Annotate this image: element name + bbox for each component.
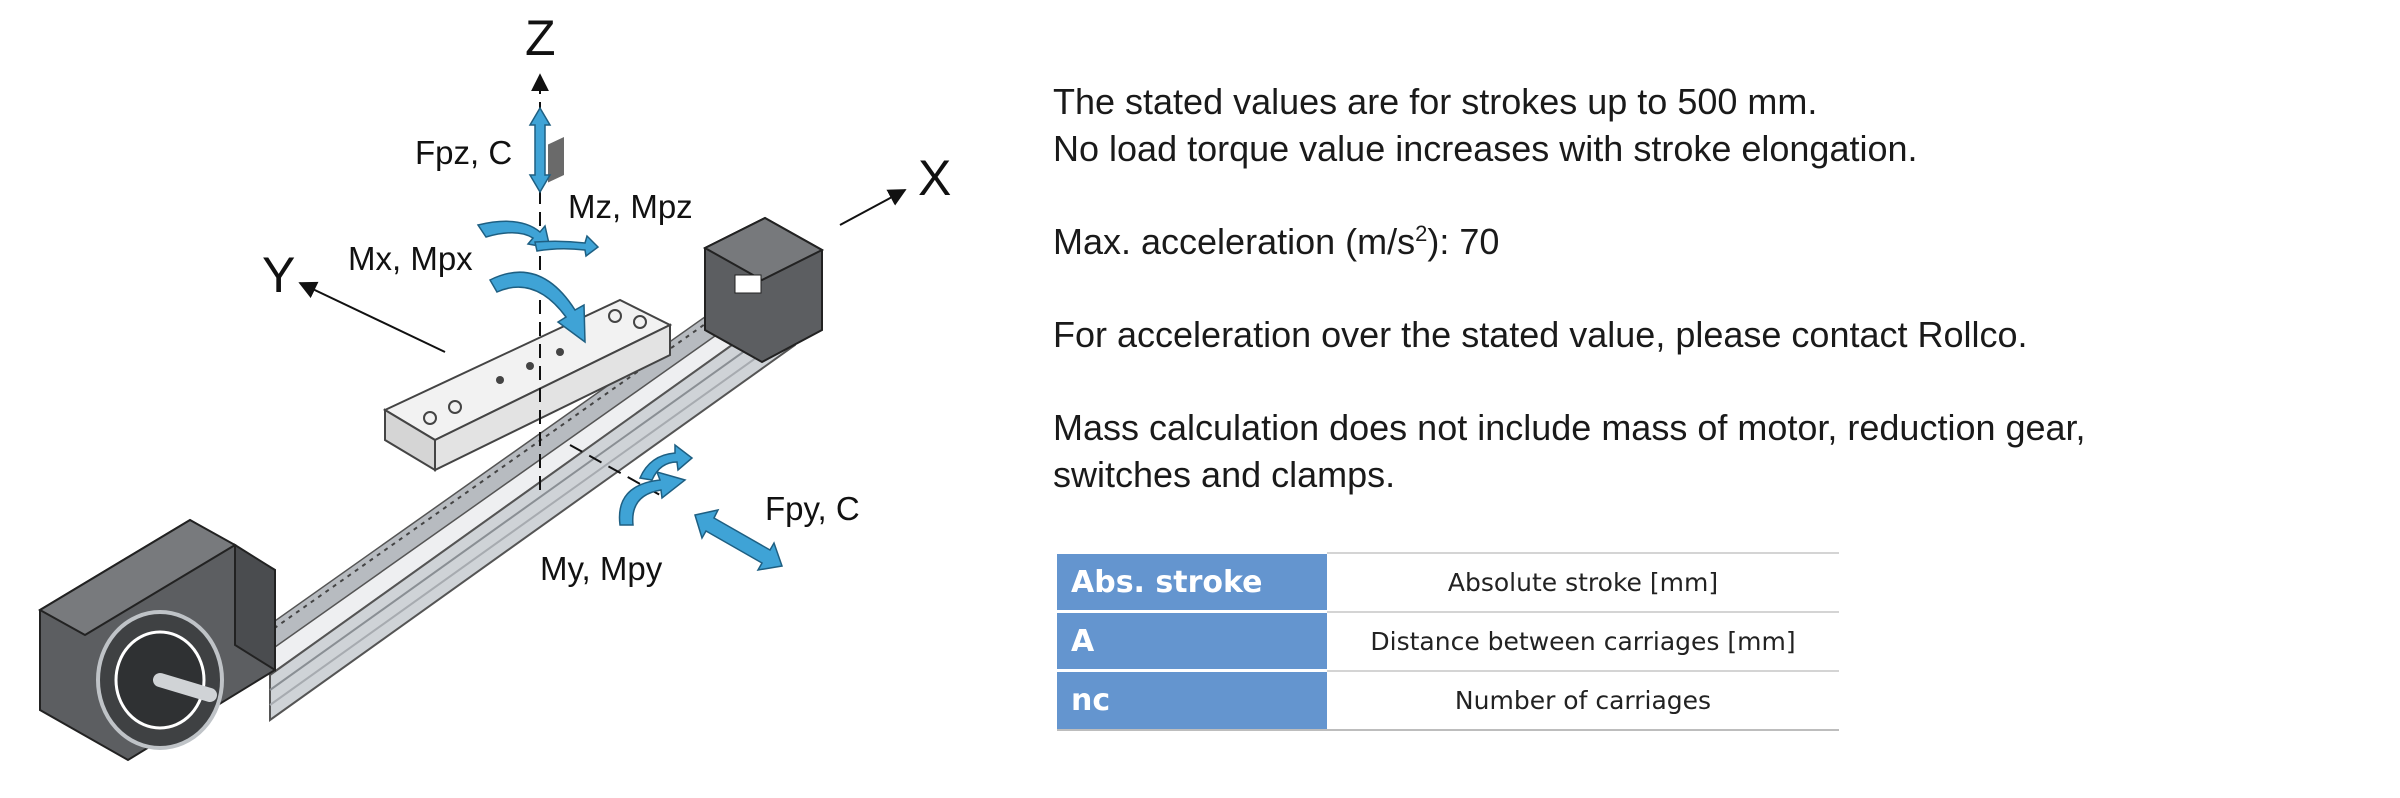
load-arrows [476,106,784,571]
rail [243,277,797,722]
linear-module-diagram: Z X Y Fpz, C Mz, Mpz Mx, Mpx Fpy, C My, … [38,10,951,762]
near-motor [38,518,276,762]
table-row: Abs. stroke Absolute stroke [mm] [1057,551,1839,612]
acceleration-prefix: Max. acceleration (m/s [1053,221,1416,262]
description-cell: Number of carriages [1327,669,1839,731]
symbol-cell: A [1057,610,1327,671]
description-cell: Absolute stroke [mm] [1327,551,1839,612]
mz-label: Mz, Mpz [568,188,693,225]
z-axis-label: Z [525,10,556,66]
stroke-note-line2: No load torque value increases with stro… [1053,128,1918,169]
table-row: A Distance between carriages [mm] [1057,610,1839,671]
my-arrow-2 [638,443,694,481]
acceleration-note: Max. acceleration (m/s2): 70 [1053,218,2353,265]
mx-arrow [488,271,586,344]
description-cell: Distance between carriages [mm] [1327,610,1839,671]
mass-note: Mass calculation does not include mass o… [1053,404,2353,498]
mx-label: Mx, Mpx [348,240,473,277]
my-arrow [618,470,687,526]
stroke-note: The stated values are for strokes up to … [1053,78,2353,172]
carriage [382,137,673,472]
notes: The stated values are for strokes up to … [1053,78,2353,544]
mass-note-line1: Mass calculation does not include mass o… [1053,407,2086,448]
my-label: My, Mpy [540,550,663,587]
acceleration-exponent: 2 [1415,221,1428,246]
far-motor [702,216,825,364]
x-axis-label: X [918,150,951,206]
acceleration-value: ): 70 [1427,221,1500,262]
y-axis-label: Y [262,247,295,303]
legend-table: Abs. stroke Absolute stroke [mm] A Dista… [1057,551,1839,731]
symbol-cell: nc [1057,669,1327,731]
symbol-cell: Abs. stroke [1057,551,1327,612]
fpz-label: Fpz, C [415,134,512,171]
fpy-label: Fpy, C [765,490,860,527]
fpy-arrow [694,508,784,571]
table-row: nc Number of carriages [1057,669,1839,731]
contact-note: For acceleration over the stated value, … [1053,314,2028,355]
mz-arrow-2 [534,234,600,258]
fpz-arrow [528,106,552,194]
mass-note-line2: switches and clamps. [1053,454,1396,495]
stroke-note-line1: The stated values are for strokes up to … [1053,81,1818,122]
